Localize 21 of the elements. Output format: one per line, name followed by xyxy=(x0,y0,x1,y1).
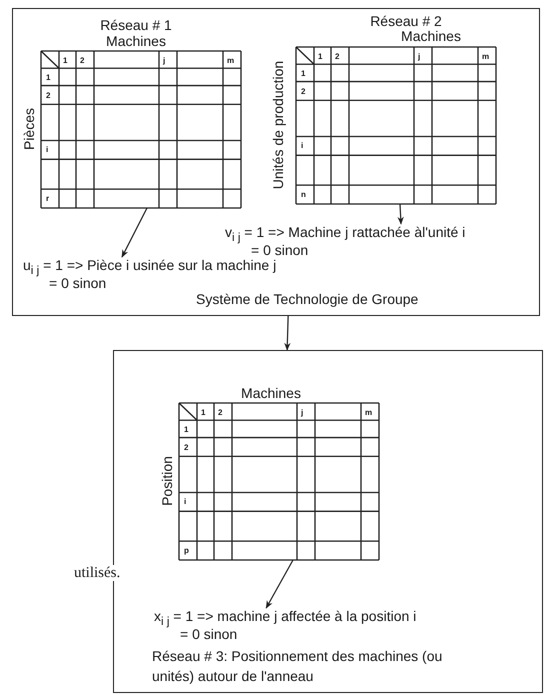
matrix-title: Réseau # 2 xyxy=(370,13,442,29)
arrow xyxy=(266,560,294,609)
matrix-title: Réseau # 1 xyxy=(100,17,172,33)
formula-text: = 0 sinon xyxy=(251,242,308,258)
axis-label: Pièces xyxy=(21,108,37,150)
arrow xyxy=(121,208,148,258)
axis-label: Machines xyxy=(401,28,461,44)
formula-text: v$_{i j}$ = 1 => Machine j rattachée àl'unité i xyxy=(225,224,466,244)
axis-label: Unités de production xyxy=(270,60,286,190)
formula-text: u$_{i j}$ = 1 => Pièce i usinée sur la machine j xyxy=(23,257,276,278)
formula-text: = 0 sinon xyxy=(180,626,238,642)
body-text-fragment: utilisés. xyxy=(74,565,120,581)
caption-text: Système de Technologie de Groupe xyxy=(196,291,418,307)
axis-label: Position xyxy=(159,456,175,506)
arrow xyxy=(397,204,404,225)
axis-label: Machines xyxy=(241,385,301,401)
arrow xyxy=(284,316,291,351)
axis-label: Machines xyxy=(106,33,166,49)
caption-text: Réseau # 3: Positionnement des machines (ou unités) autour de l'anneau xyxy=(152,647,444,686)
formula-text: = 0 sinon xyxy=(49,275,106,291)
formula-text: x$_{i j}$ = 1 => machine j affectée à la position i xyxy=(154,608,416,628)
